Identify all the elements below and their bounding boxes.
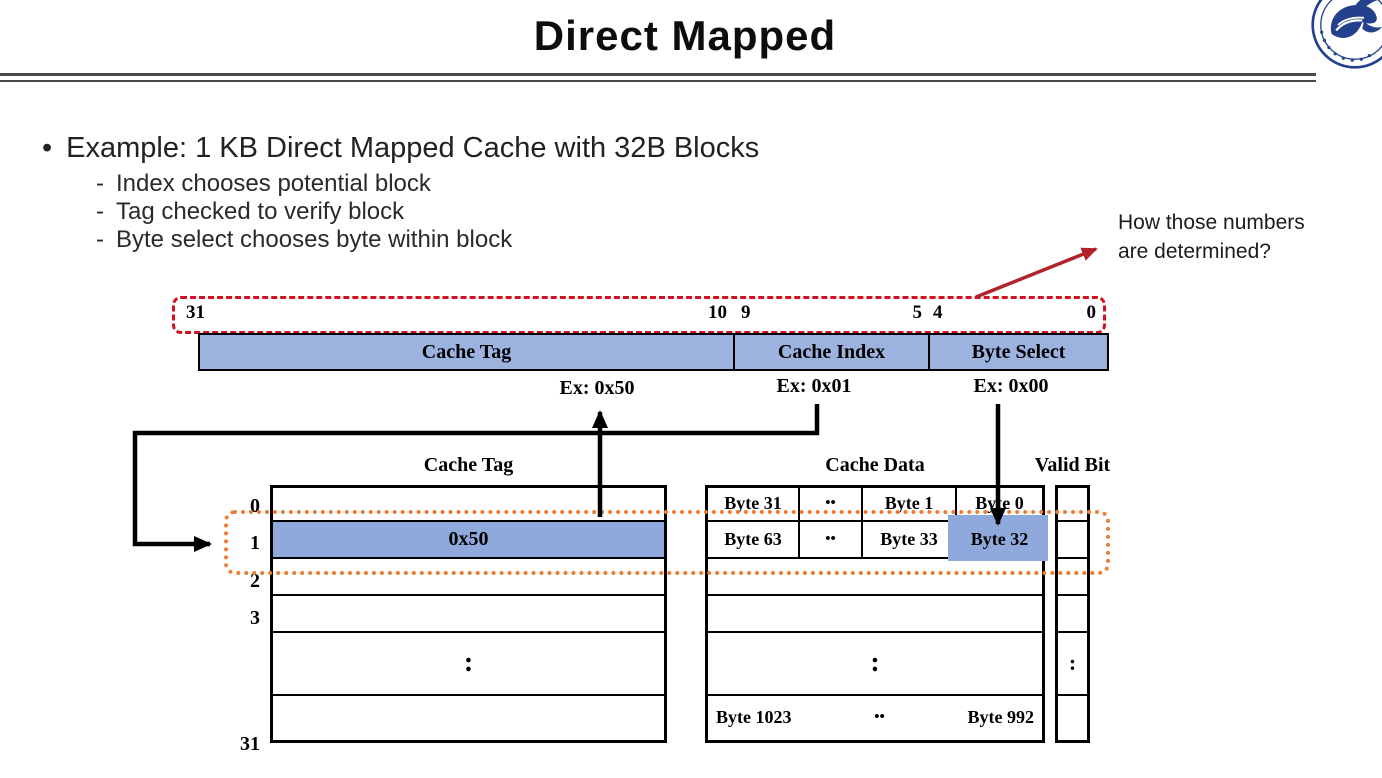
row-label-2: 2 [250,570,260,592]
data-row-3 [708,596,1042,633]
bit-31: 31 [186,302,205,323]
bit-5: 5 [912,302,923,323]
selected-row-dotted-box [224,510,1110,575]
data-cell: Byte 1 [863,488,957,520]
bit-0: 0 [1086,302,1097,323]
address-field-bar: Cache Tag Cache Index Byte Select [198,333,1109,371]
tag-row-3 [273,596,664,633]
valid-row-2 [1058,559,1087,596]
bullet-example-text: Example: 1 KB Direct Mapped Cache with 3… [66,132,760,164]
row-label-31: 31 [240,733,260,755]
annotation-line1: How those numbers [1118,211,1305,234]
annotation-red-arrow [975,247,1098,299]
valid-row-0 [1058,488,1087,522]
valid-row-3 [1058,596,1087,633]
valid-bit-table: : [1055,485,1090,743]
sub-bullet-index: -Index chooses potential block [96,170,431,198]
bit-4: 4 [933,302,943,323]
cache-tag-header: Cache Tag [423,454,514,476]
bit-9: 9 [741,302,751,323]
sub-bullet-tag-text: Tag checked to verify block [116,198,405,225]
example-index-value: Ex: 0x01 [776,375,852,397]
data-row-2 [708,559,1042,596]
sub-bullet-tag: -Tag checked to verify block [96,198,404,226]
bit-10: 10 [708,302,727,323]
valid-row-1 [1058,522,1087,559]
field-byte-select: Byte Select [971,340,1066,363]
university-seal-logo [1310,0,1382,70]
tag-row-2 [273,559,664,596]
dash-glyph: - [96,198,104,225]
bit-range-dashed-box [172,296,1106,334]
title-divider [0,73,1316,82]
data-cell-dots: •• [800,521,863,557]
page-title: Direct Mapped [533,12,837,59]
sub-bullet-index-text: Index chooses potential block [116,170,431,197]
annotation-how-numbers: How those numbers are determined? [1118,208,1305,266]
example-select-value: Ex: 0x00 [973,375,1049,397]
data-cell-byte-32: Byte 32 [970,528,1029,549]
sub-bullet-byte-select-text: Byte select chooses byte within block [116,226,513,253]
valid-row-31 [1058,696,1087,741]
vertical-dots: : [870,647,880,678]
vertical-dots: : [463,647,474,678]
cache-data-header: Cache Data [825,454,925,476]
valid-rows-ellipsis: : [1058,633,1087,696]
tag-row-31 [273,696,664,741]
dash-glyph: - [96,170,104,197]
data-row-31: Byte 1023 •• Byte 992 [716,707,1034,728]
example-tag-value: Ex: 0x50 [559,377,635,399]
vertical-dots: : [1068,650,1077,675]
data-rows-ellipsis: : [708,633,1042,696]
field-cache-index: Cache Index [735,335,930,369]
dash-glyph: - [96,226,104,253]
sub-bullet-byte-select: -Byte select chooses byte within block [96,226,512,254]
row-label-3: 3 [250,607,260,629]
bullet-glyph: • [42,132,53,164]
annotation-line2: are determined? [1118,240,1271,263]
bullet-example: • Example: 1 KB Direct Mapped Cache with … [42,132,759,165]
field-cache-tag: Cache Tag [200,335,735,369]
valid-bit-header: Valid Bit [1034,454,1111,476]
data-cell-dots: •• [800,488,863,520]
tag-rows-ellipsis: : [273,633,664,696]
